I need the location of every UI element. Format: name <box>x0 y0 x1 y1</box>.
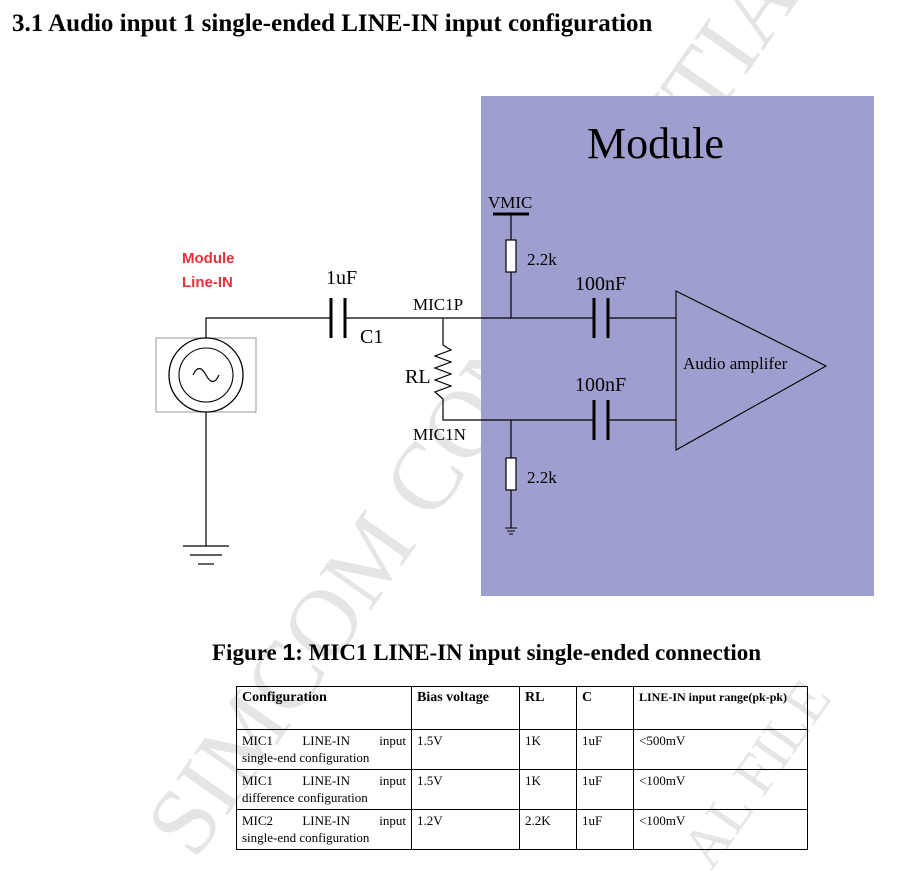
resistor-rl-label: RL <box>405 366 431 388</box>
cell-bias: 1.2V <box>411 809 520 850</box>
figure-number: 1 <box>282 639 296 665</box>
vmic-label: VMIC <box>488 193 532 212</box>
source-label-line1: Module <box>182 250 235 267</box>
cell-range: <500mV <box>633 729 808 770</box>
cell-configuration: MIC1 LINE-IN input single-end configurati… <box>236 729 412 770</box>
capacitor-c1-icon <box>329 298 347 338</box>
cell-configuration: MIC1 LINE-IN input difference configurati… <box>236 769 412 810</box>
header-range: LINE-IN input range(pk-pk) <box>633 686 808 730</box>
cap-c1-name: C1 <box>360 326 383 348</box>
config-line1: MIC1 LINE-IN input <box>242 773 406 788</box>
module-box <box>481 96 874 596</box>
figure-prefix: Figure <box>212 640 283 665</box>
cell-rl: 2.2K <box>519 809 577 850</box>
ground-small-icon <box>505 527 517 535</box>
config-line2: difference configuration <box>242 790 368 805</box>
header-configuration: Configuration <box>236 686 412 730</box>
config-line1: MIC2 LINE-IN input <box>242 813 406 828</box>
circuit-diagram: Module Module Line-IN 1uF C1 MIC1P MIC1N… <box>155 96 874 596</box>
figure-caption: Figure 1: MIC1 LINE-IN input single-ende… <box>212 639 761 666</box>
cell-range: <100mV <box>633 809 808 850</box>
table-row: MIC1 LINE-IN input difference configurati… <box>236 769 808 810</box>
resistor-bottom-icon <box>505 457 517 491</box>
header-c: C <box>576 686 634 730</box>
table-row: MIC1 LINE-IN input single-end configurati… <box>236 729 808 770</box>
cap-bottom-label: 100nF <box>575 374 626 396</box>
net-mic1n: MIC1N <box>413 425 466 444</box>
amplifier-label: Audio amplifer <box>683 354 788 373</box>
cell-c: 1uF <box>576 769 634 810</box>
resistor-top-label: 2.2k <box>527 250 557 269</box>
cap-c1-value: 1uF <box>326 267 357 289</box>
cell-c: 1uF <box>576 809 634 850</box>
table-row: MIC2 LINE-IN input single-end configurati… <box>236 809 808 850</box>
config-line2: single-end configuration <box>242 830 370 845</box>
capacitor-top-icon <box>592 298 610 338</box>
header-bias-voltage: Bias voltage <box>411 686 520 730</box>
capacitor-bottom-icon <box>592 400 610 440</box>
section-heading: 3.1 Audio input 1 single-ended LINE-IN i… <box>12 10 653 37</box>
ac-source-icon <box>155 337 257 413</box>
config-line1: MIC1 LINE-IN input <box>242 733 406 748</box>
cell-rl: 1K <box>519 769 577 810</box>
header-rl: RL <box>519 686 577 730</box>
figure-text: : MIC1 LINE-IN input single-ended connec… <box>295 640 762 665</box>
resistor-bottom-label: 2.2k <box>527 468 557 487</box>
cell-bias: 1.5V <box>411 729 520 770</box>
amplifier-triangle-icon <box>675 290 828 451</box>
cell-configuration: MIC2 LINE-IN input single-end configurati… <box>236 809 412 850</box>
cell-range: <100mV <box>633 769 808 810</box>
spec-table: Configuration Bias voltage RL C LINE-IN … <box>236 686 808 850</box>
resistor-top-icon <box>505 239 517 273</box>
resistor-rl-icon <box>433 344 453 400</box>
ground-large-icon <box>183 545 229 565</box>
module-label: Module <box>587 119 724 168</box>
source-label-line2: Line-IN <box>182 274 233 291</box>
net-mic1p: MIC1P <box>413 295 463 314</box>
cap-top-label: 100nF <box>575 273 626 295</box>
cell-rl: 1K <box>519 729 577 770</box>
table-header-row: Configuration Bias voltage RL C LINE-IN … <box>236 686 808 730</box>
config-line2: single-end configuration <box>242 750 370 765</box>
cell-bias: 1.5V <box>411 769 520 810</box>
cell-c: 1uF <box>576 729 634 770</box>
